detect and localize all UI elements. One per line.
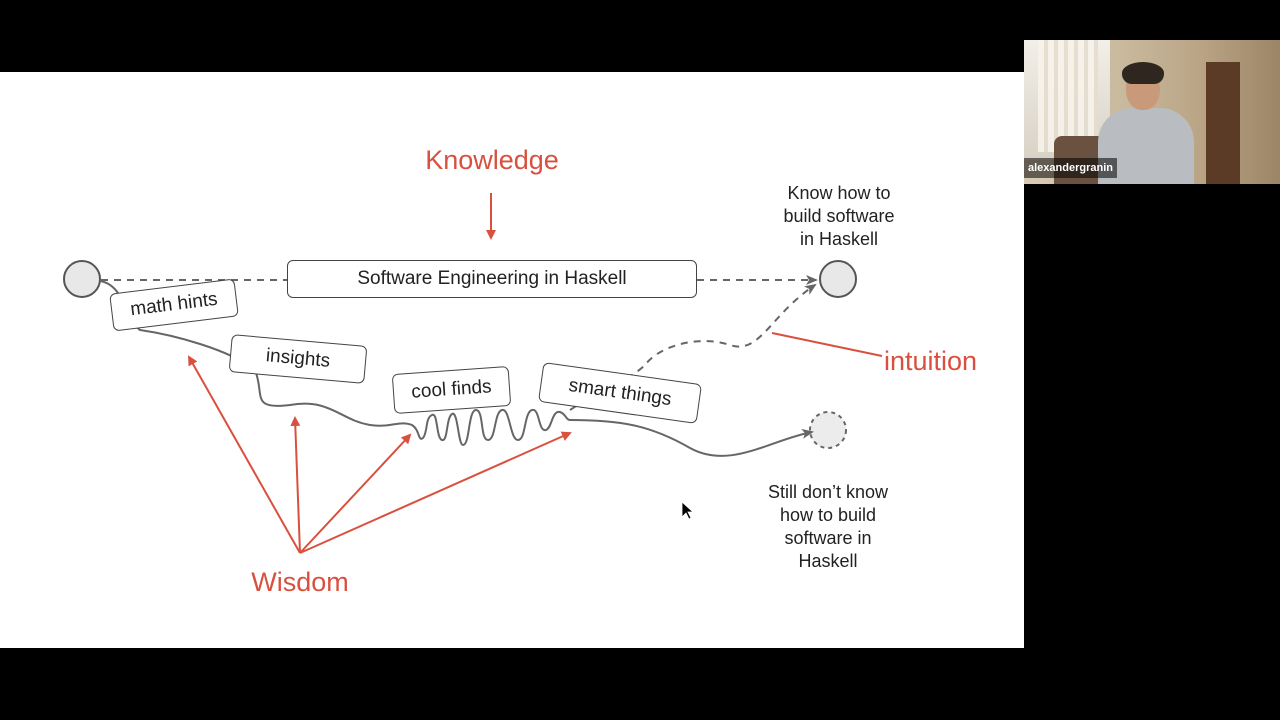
participant-hair: [1122, 62, 1164, 84]
wisdom-arrow-mid: [290, 416, 301, 554]
mouse-cursor-icon: [681, 501, 695, 520]
software-engineering-box: Software Engineering in Haskell: [287, 260, 697, 298]
wavy-path: [99, 280, 814, 457]
wisdom-label: Wisdom: [251, 567, 349, 597]
video-door: [1206, 62, 1240, 184]
intuition-label: intuition: [884, 346, 978, 376]
wisdom-arrow-insights: [188, 355, 301, 554]
intuition-line: [771, 332, 883, 357]
video-curtain: [1038, 40, 1098, 152]
goal-node: [819, 260, 857, 298]
presentation-slide: Knowledge Know how to build software in …: [0, 72, 1024, 648]
participant-video-tile[interactable]: alexandergranin: [1024, 40, 1280, 184]
wisdom-arrow-cool-finds: [299, 433, 412, 554]
diagram-canvas: [63, 193, 883, 554]
failed-goal-node: [809, 411, 847, 449]
know-how-label: Know how to build software in Haskell: [783, 183, 895, 249]
participant-name-label: alexandergranin: [1024, 158, 1117, 178]
still-dont-know-label: Still don’t know how to build software i…: [767, 482, 889, 571]
wisdom-arrow-smart-things: [299, 431, 572, 554]
start-node: [63, 260, 101, 298]
knowledge-label: Knowledge: [425, 145, 559, 175]
cool-finds-box: cool finds: [391, 365, 512, 415]
